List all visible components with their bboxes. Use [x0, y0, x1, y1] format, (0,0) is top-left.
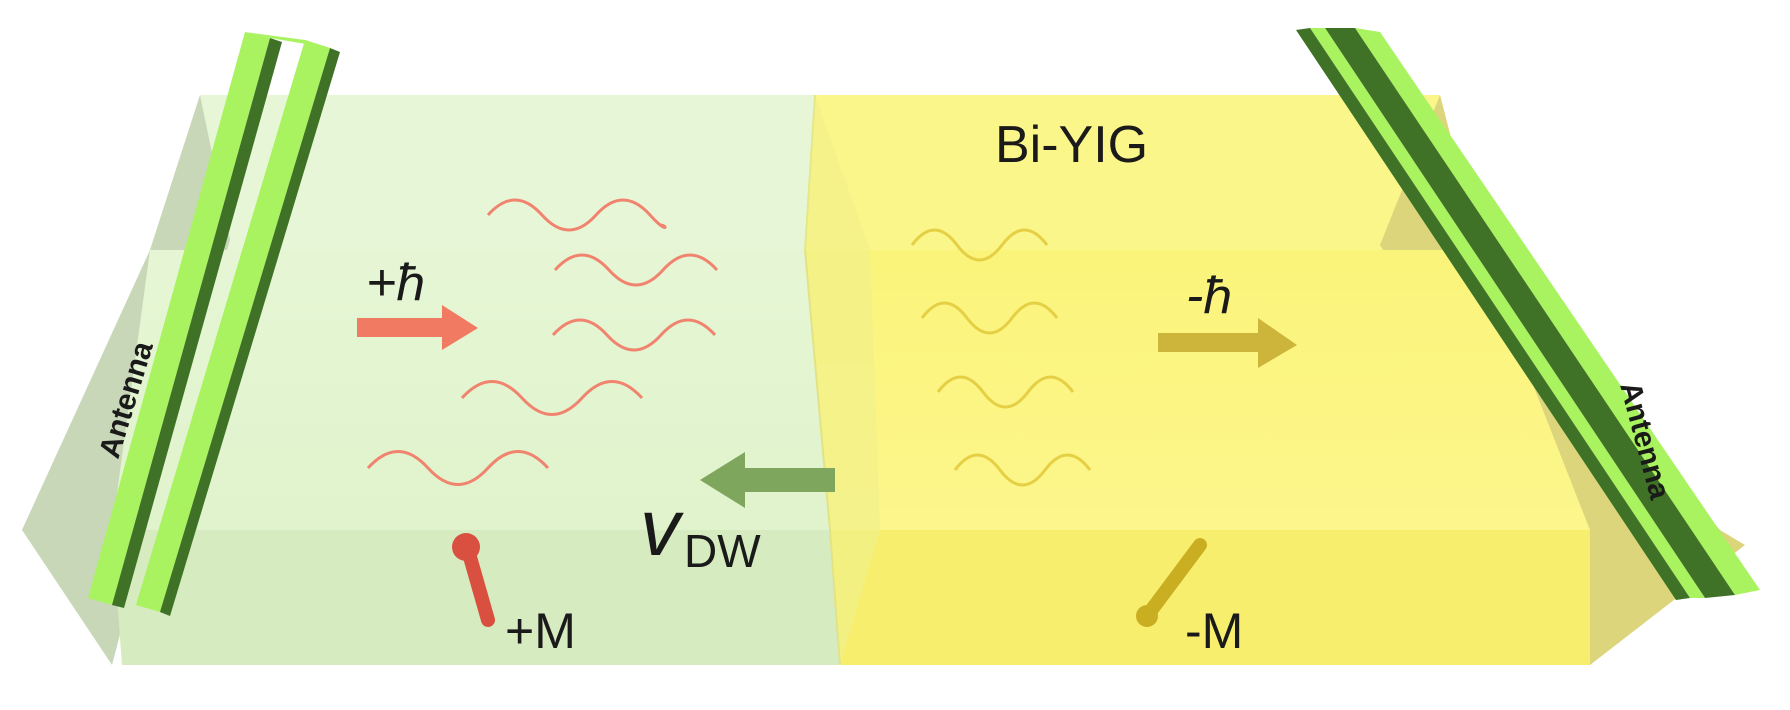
right-domain-top-face [805, 250, 1590, 530]
velocity-subscript: DW [684, 525, 761, 577]
right-antenna-outer-bar [1355, 28, 1760, 595]
right-domain-back-face [805, 95, 1480, 250]
domain-wall [805, 95, 880, 665]
plus-hbar-arrow [357, 305, 478, 350]
left-end-face [22, 95, 230, 665]
arrow-right-icon [357, 305, 478, 350]
magnetization-down-icon [1136, 538, 1207, 627]
arrow-right-icon [1158, 318, 1297, 368]
velocity-symbol: v [640, 483, 684, 572]
velocity-label: vDW [640, 483, 761, 577]
left-antenna-inner-bar-shadow [160, 48, 340, 616]
plus-magnetization-label: +M [505, 603, 576, 659]
plus-hbar-label: +ħ [366, 254, 425, 312]
left-spin-waves [366, 198, 719, 486]
spin-wave [486, 198, 667, 232]
right-antenna-inner-bar [1310, 28, 1705, 598]
right-antenna-outer-bar-shadow [1325, 28, 1735, 598]
minus-hbar-label: -ħ [1186, 267, 1232, 325]
domain-wall-velocity-arrow [700, 452, 835, 508]
material-label: Bi-YIG [995, 116, 1148, 174]
magnetization-up-icon [452, 533, 495, 627]
minus-hbar-arrow [1158, 318, 1297, 368]
right-domain-front-face [830, 530, 1590, 665]
spin-wave [460, 380, 644, 416]
spin-wave [936, 375, 1075, 409]
minus-magnetization-label: -M [1185, 603, 1243, 659]
arrow-left-icon [700, 452, 835, 508]
spin-wave [551, 318, 717, 352]
spin-wave [910, 228, 1049, 262]
left-antenna-inner-bar [136, 40, 330, 612]
left-domain-back-face [150, 95, 815, 250]
left-antenna-outer-bar [88, 32, 270, 605]
right-antenna-inner-bar-dark [1296, 28, 1690, 600]
right-antenna: Antenna [1296, 28, 1760, 600]
spin-wave [366, 450, 550, 486]
spin-wave [920, 301, 1059, 335]
right-spin-waves [910, 228, 1092, 487]
left-antenna-outer-bar-shadow [112, 38, 282, 608]
spin-wave [953, 453, 1092, 487]
spin-wave [553, 253, 719, 287]
left-antenna-cap [245, 32, 330, 48]
